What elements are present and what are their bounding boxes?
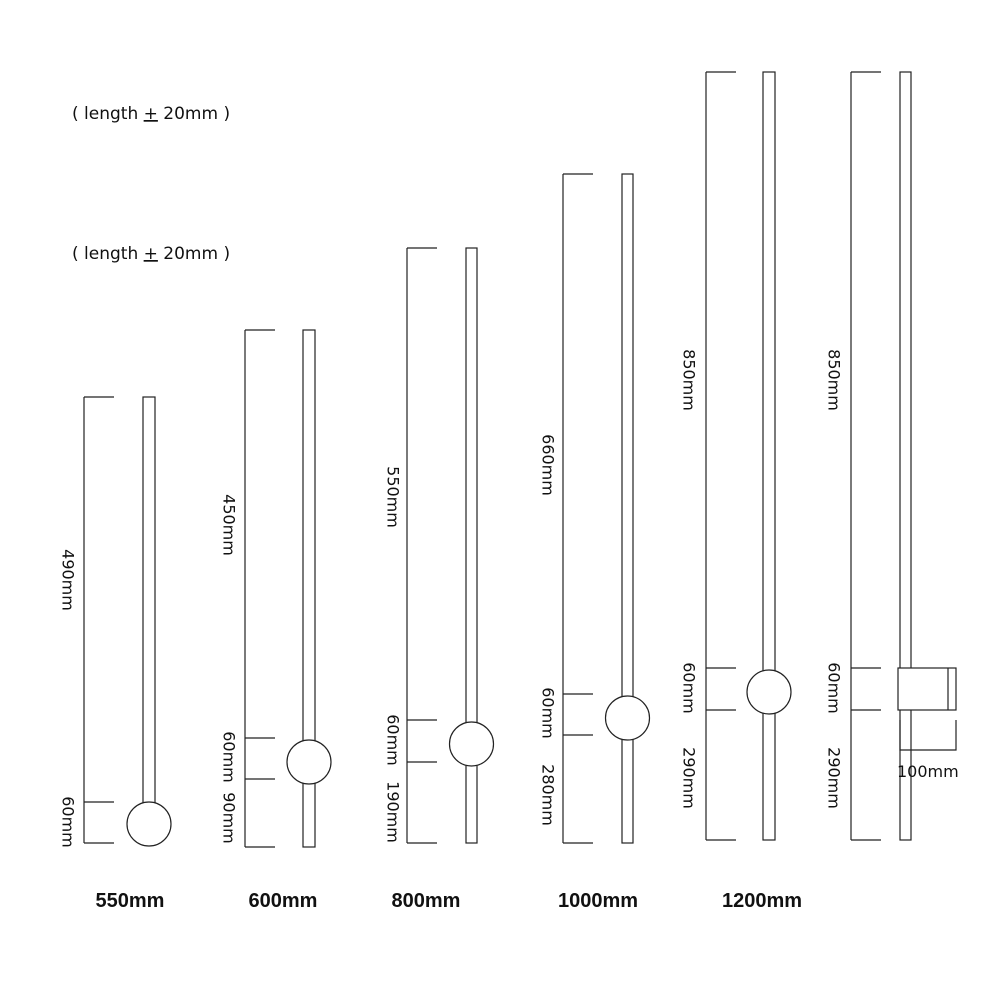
- lamp-head-circle: [126, 801, 172, 847]
- lamp-head-circle: [604, 695, 651, 741]
- width-dimension-line: [899, 720, 957, 751]
- lamp-size-label: 600mm: [249, 890, 318, 912]
- lamp-rod: [899, 71, 912, 841]
- lamp-rod: [142, 396, 156, 806]
- lamp-head-circle: [448, 721, 495, 767]
- dimension-label: 490mm: [59, 549, 78, 611]
- dimension-label: 190mm: [384, 781, 403, 843]
- lamp-head-box: [897, 667, 957, 711]
- lamp-head-circle: [286, 739, 332, 785]
- lamp-box-variant: 100mm 850mm 60mm 290mm: [825, 71, 959, 841]
- dimension-label: 60mm: [539, 687, 558, 739]
- width-label: 100mm: [897, 762, 959, 781]
- dimension-label: 60mm: [220, 731, 239, 783]
- lamp-rod: [465, 247, 478, 844]
- dimension-label: 90mm: [220, 792, 239, 844]
- lamp-rod: [302, 329, 316, 848]
- lamp-size-label: 1200mm: [722, 890, 802, 912]
- lamp-rod: [621, 173, 634, 844]
- dimension-label: 60mm: [680, 662, 699, 714]
- length-tolerance-note: ( length + 20mm ): [72, 244, 230, 264]
- lamp-600mm: 450mm 60mm 90mm 600mm: [220, 329, 332, 912]
- dimension-label: 850mm: [680, 349, 699, 411]
- dimension-label: 60mm: [59, 796, 78, 848]
- lamp-size-label: 800mm: [392, 890, 461, 912]
- dimension-label: 450mm: [220, 494, 239, 556]
- dimension-label: 660mm: [539, 434, 558, 496]
- lamp-800mm: 550mm 60mm 190mm 800mm: [384, 247, 495, 912]
- lamp-size-label: 550mm: [96, 890, 165, 912]
- dimension-label: 60mm: [825, 662, 844, 714]
- lamp-1200mm: 850mm 60mm 290mm 1200mm: [680, 71, 802, 912]
- dimension-label: 60mm: [384, 714, 403, 766]
- dimension-label: 550mm: [384, 466, 403, 528]
- lamp-1000mm: 660mm 60mm 280mm 1000mm: [539, 173, 651, 912]
- dimension-label: 280mm: [539, 764, 558, 826]
- length-tolerance-note: ( length + 20mm ): [72, 104, 230, 124]
- lamp-size-label: 1000mm: [558, 890, 638, 912]
- lamp-rod: [762, 71, 776, 841]
- lamp-550mm: 490mm 60mm 550mm: [59, 396, 172, 912]
- dimension-label: 290mm: [825, 747, 844, 809]
- dimension-label: 290mm: [680, 747, 699, 809]
- lamp-head-circle: [746, 669, 792, 715]
- dimension-label: 850mm: [825, 349, 844, 411]
